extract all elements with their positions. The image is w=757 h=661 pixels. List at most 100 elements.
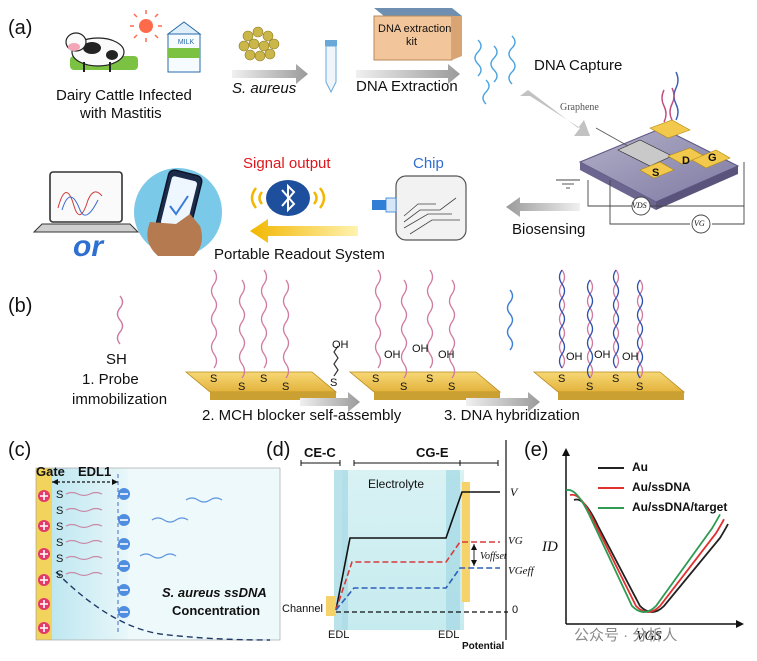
signal-output-label: Signal output [243,155,331,172]
flow-arrow-4 [506,197,580,217]
drain-label: D [682,155,690,167]
bacteria-label: S. aureus [232,80,297,97]
legend-au-ssdna-target: Au/ssDNA/target [632,500,728,514]
flow-arrow-1 [232,64,308,84]
surface-probes-c [65,491,103,577]
edl-left-band [334,470,348,630]
thiol-s-2: S [238,381,246,393]
channel-label: Channel [282,603,323,615]
thiol-s-11: S [612,373,620,385]
test-tube-icon [325,40,337,94]
transfer-curves [565,489,729,613]
sun-icon [130,10,162,42]
smartphone-icon [134,168,222,256]
readout-arrow [250,219,358,243]
plus-signs [40,492,48,632]
sh-label: SH [106,351,127,368]
thiol-s-6: S [400,381,408,393]
potential-label: Potential [462,641,505,652]
minus-signs [120,493,128,613]
bulk-solution [128,468,280,640]
potential-red [335,541,500,611]
bias-circuit [556,162,745,234]
edl-region [52,468,128,640]
vds-label: VDS [632,201,647,210]
concentration-label-1: S. aureus ssDNA [162,585,267,600]
step1-line1: 1. Probe [82,371,139,388]
thiol-s-9: S [558,373,566,385]
thiol-s-12: S [636,381,644,393]
vg-d-label: VG [508,535,523,547]
panel-label-c: (c) [8,439,32,461]
cattle-label-line2: with Mastitis [80,105,162,122]
thiol-s-4: S [282,381,290,393]
edl-right-label: EDL [438,629,460,641]
channel-electrode [326,596,336,616]
mch-oh: OH [332,339,349,351]
cge-label: CG-E [416,445,449,460]
potential-black [335,491,500,611]
flow-arrow-2 [356,64,460,84]
electrolyte-region [342,470,464,630]
edl1-label: EDL1 [78,464,112,479]
gold-substrate-1 [184,371,338,400]
electrolyte-label: Electrolyte [368,477,425,491]
zero-label: 0 [512,604,519,616]
concentration-label-2: Concentration [172,603,261,618]
target-ssdna-c [139,497,223,559]
target-dna-strand [506,289,514,351]
kit-label-line2: kit [406,36,417,48]
bacteria-cluster-icon [238,26,280,62]
vg-label: VG [694,219,705,228]
dna-strands-icon [474,35,516,105]
graphene-label: Graphene [560,102,599,113]
graphene-fet-device [578,71,740,210]
c-thiol-3: S [56,521,64,533]
legend-au: Au [632,460,648,474]
thiol-s-3: S [260,373,268,385]
oh-label-4: OH [566,351,583,363]
watermark: 公众号 · 分析人 [574,627,678,644]
or-label: or [73,230,105,263]
gold-substrate-3 [532,371,686,400]
probe-strand [116,295,124,345]
probe-strands-2 [374,269,456,379]
gate-c-label: Gate [36,464,65,479]
v-label: V [510,485,518,499]
readout-label: Portable Readout System [214,246,385,263]
e-ylabel: ID [542,539,558,555]
oh-label-2: OH [412,343,429,355]
panel-label-a: (a) [8,17,33,39]
thiol-s-10: S [586,381,594,393]
cattle-label-line1: Dairy Cattle Infected [56,87,192,104]
panel-label-b: (b) [8,295,33,317]
thiol-s-7: S [426,373,434,385]
chip-icon [372,175,467,241]
cow-icon [65,32,138,72]
panel-label-d: (d) [266,439,291,461]
biosensing-label: Biosensing [512,221,586,238]
vgeff-label: VGeff [508,565,534,577]
oh-label-1: OH [384,349,401,361]
chip-label: Chip [413,155,444,172]
extraction-label: DNA Extraction [356,78,458,95]
voffset-label: Voffset [480,551,507,562]
c-thiol-1: S [56,489,64,501]
probe-strands-1 [210,269,290,379]
thiol-s-1: S [210,373,218,385]
legend-lines [598,467,624,509]
flow-arrow-3 [520,90,590,136]
capture-label: DNA Capture [534,57,623,74]
c-thiol-4: S [56,537,64,549]
kit-label-line1: DNA extraction [378,23,452,35]
e-xlabel: VGS [636,629,662,644]
milk-carton-icon [166,21,202,73]
source-label: S [652,167,660,179]
legend-au-ssdna: Au/ssDNA [632,480,691,494]
thiol-s-8: S [448,381,456,393]
milk-label: MILK [178,39,195,46]
cec-label: CE-C [304,445,336,460]
curve-au-ssdna-target [565,489,721,613]
flow-arrow-b1 [300,392,360,412]
